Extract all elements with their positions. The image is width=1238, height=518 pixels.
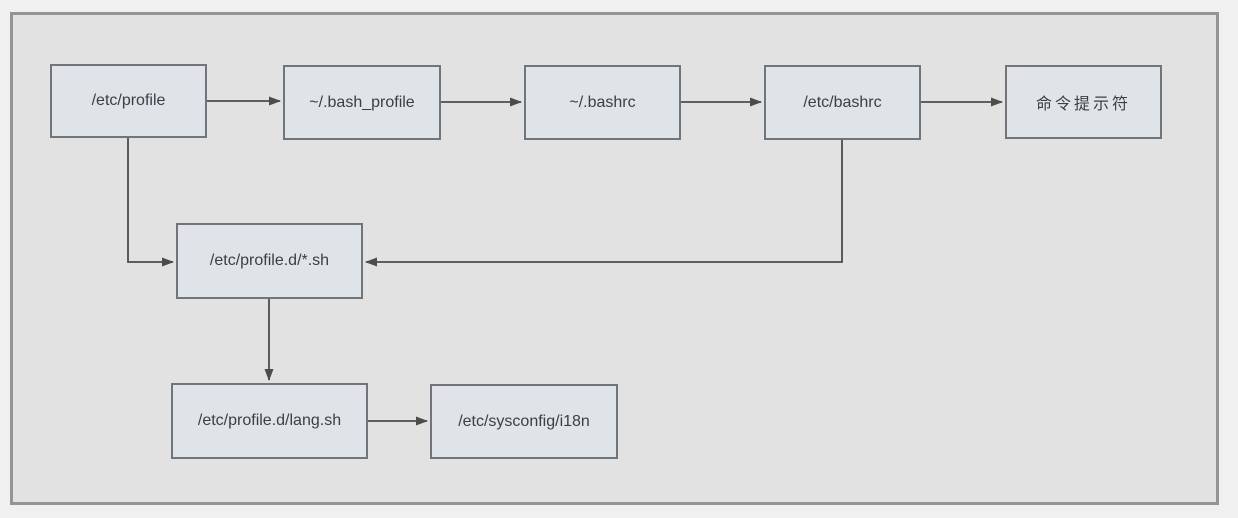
node-label: /etc/sysconfig/i18n bbox=[458, 412, 590, 430]
node-bash-profile: ~/.bash_profile bbox=[283, 65, 441, 140]
node-label: /etc/profile.d/*.sh bbox=[209, 252, 330, 269]
node-label: ~/.bash_profile bbox=[309, 93, 415, 111]
node-profile-d-lang: /etc/profile.d/lang.sh bbox=[171, 383, 368, 459]
node-etc-bashrc: /etc/bashrc bbox=[764, 65, 921, 140]
node-label: ~/.bashrc bbox=[569, 93, 636, 111]
node-profile-d-sh: /etc/profile.d/*.sh bbox=[176, 223, 363, 299]
node-etc-profile: /etc/profile bbox=[50, 64, 207, 138]
node-sysconfig-i18n: /etc/sysconfig/i18n bbox=[430, 384, 618, 459]
node-label: /etc/bashrc bbox=[803, 93, 882, 111]
node-command-prompt: 命令提示符 bbox=[1005, 65, 1162, 139]
node-label: 命令提示符 bbox=[1035, 96, 1131, 113]
node-bashrc: ~/.bashrc bbox=[524, 65, 681, 140]
node-label: /etc/profile.d/lang.sh bbox=[197, 412, 342, 429]
node-label: /etc/profile bbox=[91, 92, 166, 109]
